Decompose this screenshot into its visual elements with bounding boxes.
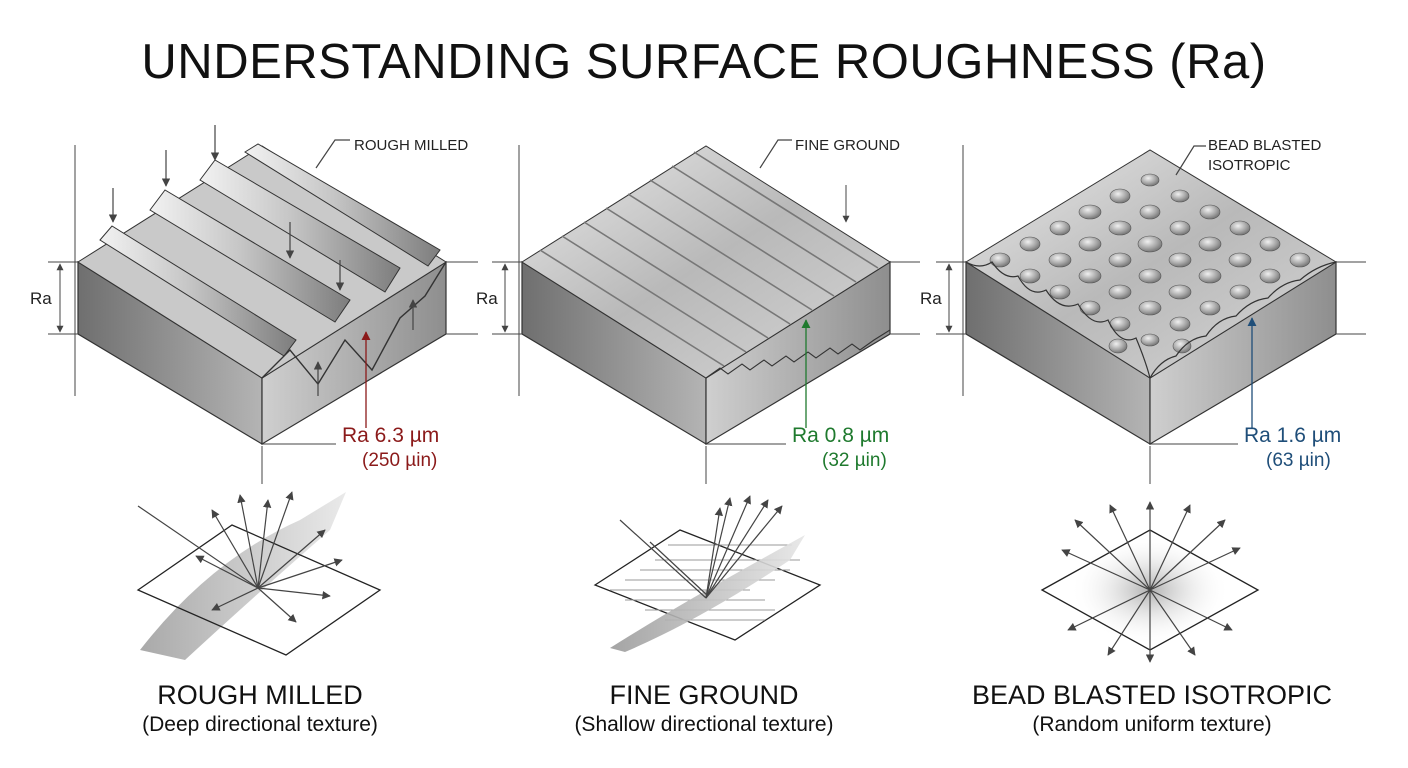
fine-ground-ra-imperial: (32 µin) — [822, 450, 887, 471]
rough-milled-block — [77, 143, 447, 446]
bead-blasted-ra-dimension — [936, 145, 1366, 484]
bead-blasted-ra-value: Ra 1.6 µm — [1244, 424, 1341, 447]
bead-blasted-ra-label: Ra — [920, 289, 942, 308]
fine-ground-callout-leader — [759, 139, 792, 169]
page-title: UNDERSTANDING SURFACE ROUGHNESS (Ra) — [141, 35, 1267, 89]
fine-ground-description: (Shallow directional texture) — [574, 713, 834, 736]
fine-ground-callout: FINE GROUND — [795, 137, 900, 154]
rough-milled-ra-dimension — [48, 145, 478, 484]
fine-ground-ra-dimension — [492, 145, 920, 484]
rough-milled-ra-imperial: (250 µin) — [362, 450, 437, 471]
fine-ground-ra-value: Ra 0.8 µm — [792, 424, 889, 447]
bead-blasted-ra-imperial: (63 µin) — [1266, 450, 1331, 471]
rough-milled-ra-value: Ra 6.3 µm — [342, 424, 439, 447]
bead-blasted-block — [965, 149, 1337, 446]
rough-milled-ra-label: Ra — [30, 289, 52, 308]
bead-blasted-callout-leader — [1175, 145, 1206, 176]
fine-ground-name: FINE GROUND — [609, 680, 799, 710]
rough-milled-description: (Deep directional texture) — [142, 713, 378, 736]
fine-ground-block — [521, 145, 891, 446]
rough-milled-peak-arrows — [108, 125, 418, 396]
rough-milled-callout-leader — [315, 139, 350, 169]
bead-blasted-description: (Random uniform texture) — [1032, 713, 1272, 736]
rough-milled-callout: ROUGH MILLED — [354, 137, 468, 154]
bead-blasted-name: BEAD BLASTED ISOTROPIC — [971, 680, 1333, 710]
bead-blasted-callout-line1: BEAD BLASTED — [1208, 137, 1322, 154]
rough-milled-name: ROUGH MILLED — [157, 680, 363, 710]
bead-blasted-callout-line2: ISOTROPIC — [1208, 157, 1291, 174]
fine-ground-ra-label: Ra — [476, 289, 498, 308]
bead-blasted-reflection-diagram — [1040, 501, 1260, 663]
fine-ground-reflection-diagram — [593, 495, 822, 652]
rough-milled-reflection-diagram — [136, 491, 382, 660]
